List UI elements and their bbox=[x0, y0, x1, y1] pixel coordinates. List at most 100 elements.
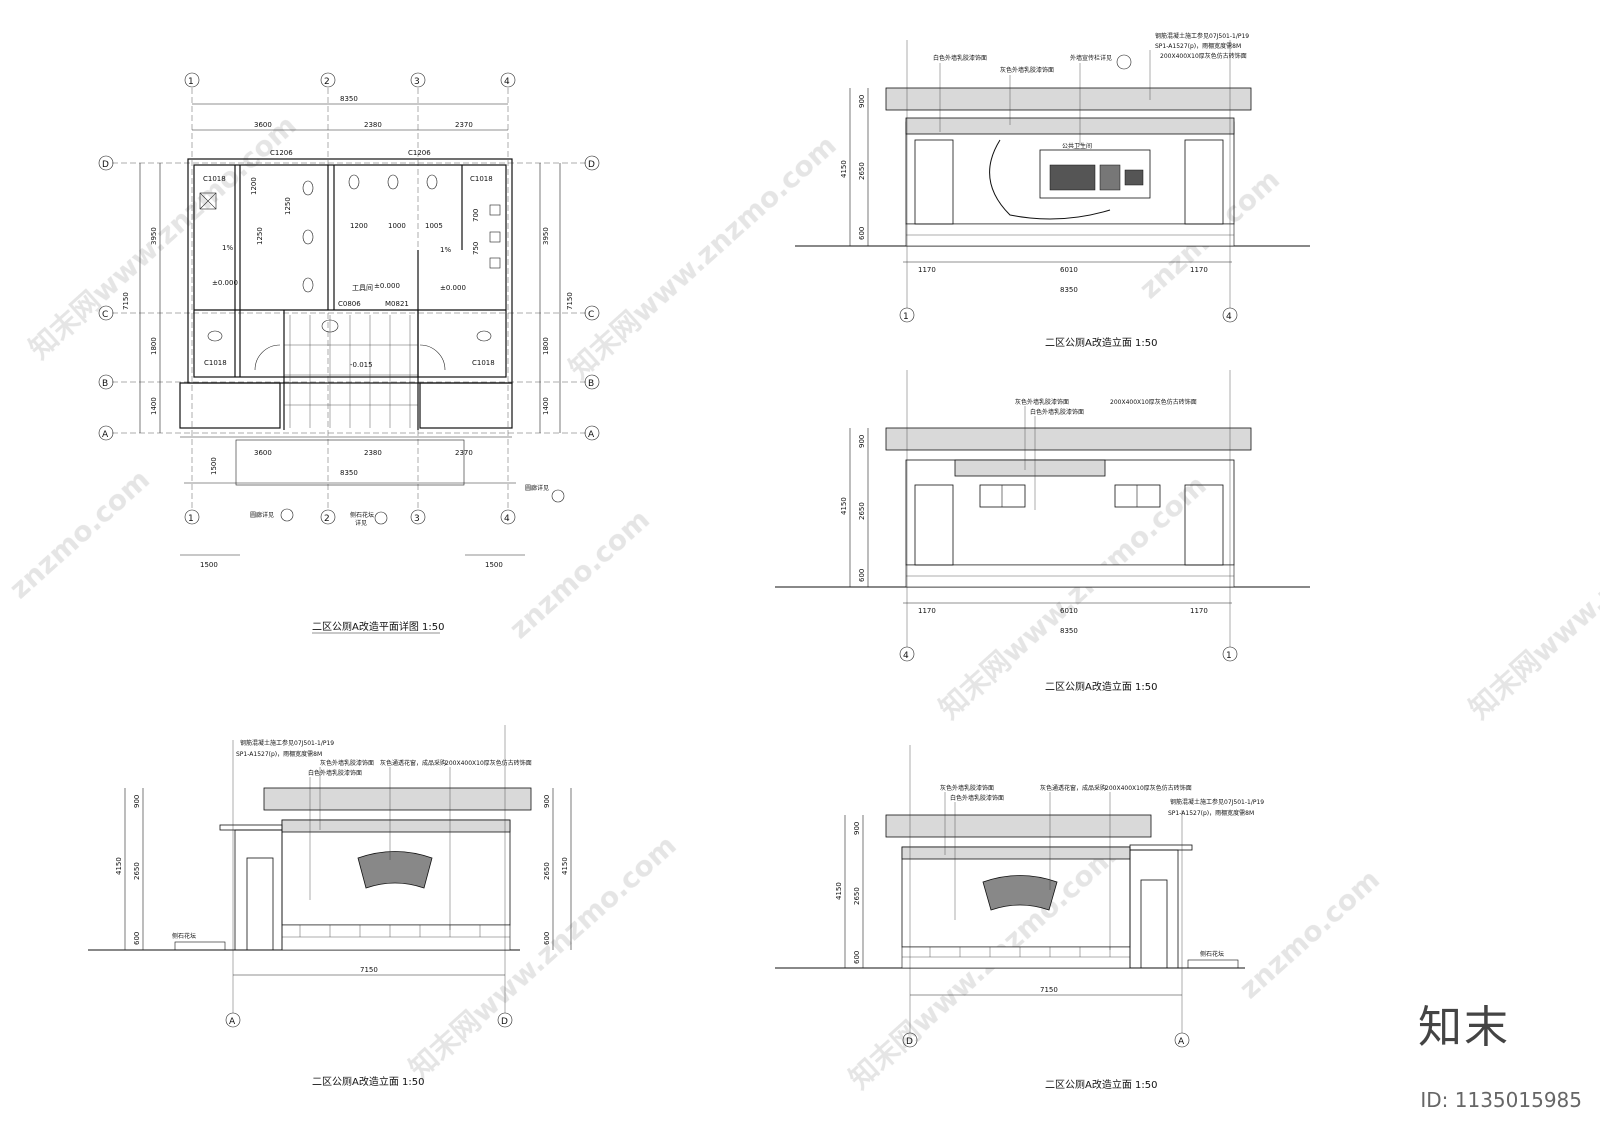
door-frame bbox=[914, 484, 954, 566]
dim-depth: 3950 bbox=[150, 227, 158, 245]
axis-label: C bbox=[102, 310, 108, 320]
axis-label: C bbox=[588, 310, 594, 320]
dim-height: 4150 bbox=[561, 857, 569, 875]
dim-bay: 2380 bbox=[364, 121, 382, 129]
axis-label: B bbox=[102, 379, 108, 389]
axis-label: 1 bbox=[188, 77, 194, 87]
dim-depth: 1800 bbox=[150, 337, 158, 355]
axis-label: 4 bbox=[903, 651, 909, 661]
elevation-back: 4150 900 2650 600 1170 6010 1170 8350 4 … bbox=[775, 370, 1310, 693]
watermark-text: znzmo.com bbox=[503, 503, 656, 646]
dim-bay: 2370 bbox=[455, 449, 473, 457]
dim-bay: 2370 bbox=[455, 121, 473, 129]
leader-note: 钢筋混凝土施工参见07J501-1/P19 bbox=[1170, 798, 1264, 806]
roof-cornice bbox=[885, 427, 1252, 451]
dim-width: 6010 bbox=[1060, 607, 1078, 615]
dim-width: 7150 bbox=[360, 966, 378, 974]
leader-note: 侧石花坛 bbox=[172, 932, 196, 940]
dim-inner: 1250 bbox=[284, 197, 292, 215]
dim-inner: 1200 bbox=[350, 222, 368, 230]
leader-note: 200X400X10厚灰色仿古砖饰面 bbox=[445, 759, 532, 767]
dim-height: 900 bbox=[133, 795, 141, 808]
window-tag: C1018 bbox=[472, 359, 495, 367]
window-frame bbox=[1114, 484, 1161, 508]
window-tag: C1206 bbox=[408, 149, 431, 157]
dim-bay: 3600 bbox=[254, 121, 272, 129]
dim-width: 1170 bbox=[918, 266, 936, 274]
leader-note: SP1-A1527(p)，雨棚宽度需8M bbox=[236, 750, 322, 758]
leader-note: 灰色外墙乳胶漆饰面 bbox=[940, 784, 994, 792]
dim-total-width: 8350 bbox=[340, 95, 358, 103]
axis-label: 4 bbox=[504, 514, 510, 524]
sign-text: 公共卫生间 bbox=[1062, 142, 1092, 150]
watermark-text: znzmo.com bbox=[3, 463, 156, 606]
dim-inner: 1000 bbox=[388, 222, 406, 230]
dim-height: 4150 bbox=[840, 497, 848, 515]
door-tag: M0821 bbox=[385, 300, 409, 308]
level-mark: ±0.000 bbox=[374, 282, 400, 290]
elevation-title: 二区公厕A改造立面 1:50 bbox=[1045, 1078, 1157, 1091]
door-frame bbox=[1184, 484, 1224, 566]
axis-bubbles-top: 1 2 3 4 bbox=[184, 72, 516, 88]
dim-width: 8350 bbox=[1060, 286, 1078, 294]
leader-note: 白色外墙乳胶漆饰面 bbox=[1030, 408, 1084, 416]
leader-note: 200X400X10厚灰色仿古砖饰面 bbox=[1105, 784, 1192, 792]
dim-width: 6010 bbox=[1060, 266, 1078, 274]
dim-inner: 1005 bbox=[425, 222, 443, 230]
axis-label: A bbox=[229, 1017, 236, 1027]
dim-front: 1500 bbox=[210, 457, 218, 475]
leader-note: 钢筋混凝土施工参见07J501-1/P19 bbox=[1155, 32, 1249, 40]
watermark-text: znzmo.com bbox=[1233, 863, 1386, 1006]
dim-height: 600 bbox=[858, 227, 866, 240]
callout-note: 圆廊详见 bbox=[525, 484, 549, 492]
dim-side: 1500 bbox=[485, 561, 503, 569]
callout-note: 侧石花坛 bbox=[350, 511, 374, 519]
leader-note: 钢筋混凝土施工参见07J501-1/P19 bbox=[240, 739, 334, 747]
dim-height: 2650 bbox=[133, 862, 141, 880]
elevation-front: 公共卫生间 4150 900 2650 600 1170 6010 1170 8… bbox=[795, 32, 1310, 349]
elevation-side-right: 侧石花坛 4150 900 2650 600 7150 D A 灰色外墙乳胶漆饰… bbox=[775, 745, 1264, 1091]
dim-height: 900 bbox=[853, 822, 861, 835]
axis-label: D bbox=[501, 1017, 508, 1027]
axis-bubbles-side: D C B A D C B A bbox=[98, 155, 600, 441]
axis-label: D bbox=[906, 1037, 913, 1047]
window-tag: C1206 bbox=[270, 149, 293, 157]
axis-label: 1 bbox=[1226, 651, 1232, 661]
dim-total-depth: 7150 bbox=[566, 292, 574, 310]
axis-label: 4 bbox=[1226, 312, 1232, 322]
leader-note: 灰色外墙乳胶漆饰面 bbox=[1015, 398, 1069, 406]
window-tag: C1018 bbox=[204, 359, 227, 367]
axis-label: B bbox=[588, 379, 594, 389]
axis-label: A bbox=[1178, 1037, 1185, 1047]
callout-note: 圆廊详见 bbox=[250, 511, 274, 519]
door-frame bbox=[1184, 139, 1224, 225]
dim-bay: 3600 bbox=[254, 449, 272, 457]
elevation-title: 二区公厕A改造立面 1:50 bbox=[1045, 336, 1157, 349]
dim-height: 4150 bbox=[840, 160, 848, 178]
axis-label: 1 bbox=[903, 312, 909, 322]
slope-mark: 1% bbox=[440, 246, 451, 254]
dim-total-width: 8350 bbox=[340, 469, 358, 477]
door-frame bbox=[914, 139, 954, 225]
level-mark: ±0.000 bbox=[212, 279, 238, 287]
dim-side: 1500 bbox=[200, 561, 218, 569]
window-frame bbox=[979, 484, 1026, 508]
leader-note: 灰色外墙乳胶漆饰面 bbox=[320, 759, 374, 767]
axis-label: 1 bbox=[188, 514, 194, 524]
dim-inner: 1250 bbox=[256, 227, 264, 245]
axis-label: D bbox=[588, 160, 595, 170]
watermark-layer: 知末网www.znzmo.com 知末网www.znzmo.com 知末网www… bbox=[3, 108, 1600, 1095]
roof-cornice bbox=[885, 814, 1152, 838]
window-tag: C0806 bbox=[338, 300, 361, 308]
axis-label: 3 bbox=[414, 514, 420, 524]
lattice-window bbox=[357, 851, 433, 889]
leader-note: 灰色通透花窗，成品采购 bbox=[1040, 784, 1106, 792]
leader-note: SP1-A1527(p)，雨棚宽度需8M bbox=[1168, 809, 1254, 817]
window-tag: C1018 bbox=[470, 175, 493, 183]
leader-note: 白色外墙乳胶漆饰面 bbox=[308, 769, 362, 777]
leader-note: 白色外墙乳胶漆饰面 bbox=[933, 54, 987, 62]
plan-title: 二区公厕A改造平面详图 1:50 bbox=[312, 620, 444, 633]
axis-label: 3 bbox=[414, 77, 420, 87]
leader-note: 灰色外墙乳胶漆饰面 bbox=[1000, 66, 1054, 74]
